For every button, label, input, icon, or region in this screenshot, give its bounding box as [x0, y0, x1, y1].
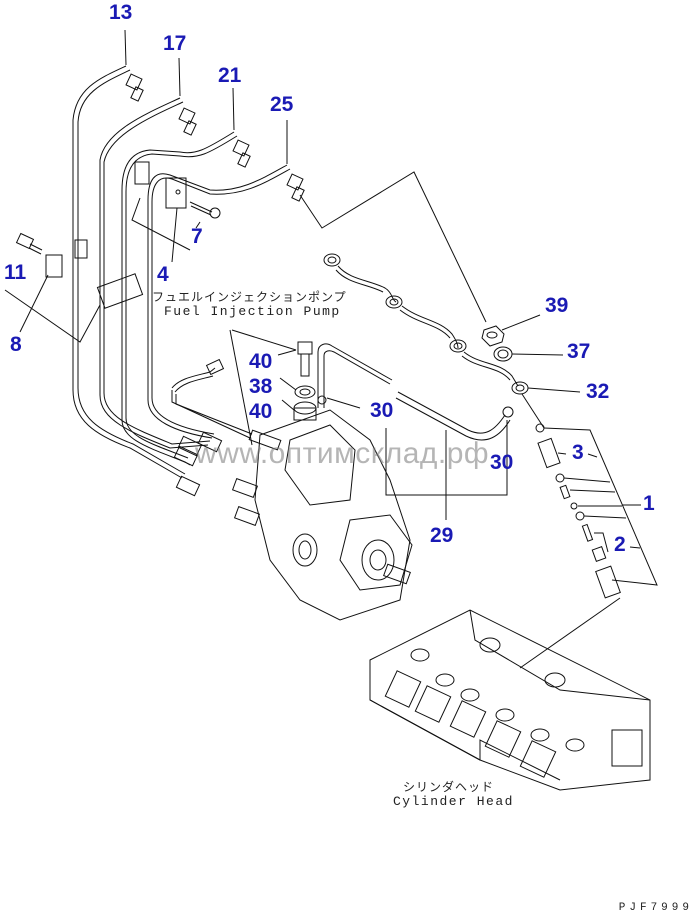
fuel-injection-pump — [172, 360, 412, 620]
watermark: www.оптимсклад.рф — [195, 437, 490, 470]
injection-pipe-17 — [100, 98, 210, 448]
callout-30-right[interactable]: 30 — [490, 451, 514, 474]
nozzle-assembly — [536, 424, 620, 598]
callout-40-bottom[interactable]: 40 — [249, 400, 273, 423]
callout-13[interactable]: 13 — [109, 1, 133, 24]
callout-11[interactable]: 11 — [4, 261, 27, 284]
leader-38 — [280, 378, 296, 390]
callout-37[interactable]: 37 — [567, 340, 591, 363]
callout-21[interactable]: 21 — [218, 64, 242, 87]
clamp-4 — [135, 162, 186, 208]
leader-7 — [196, 222, 200, 228]
callout-2[interactable]: 2 — [614, 533, 626, 556]
leader-32-nozzle — [522, 394, 544, 428]
leader-4 — [172, 208, 177, 262]
leader-40b — [282, 400, 294, 410]
leader-25-to-39 — [300, 172, 486, 322]
fuel-injection-pump-caption-en: Fuel Injection Pump — [164, 303, 341, 319]
leader-4-bracket — [132, 198, 190, 250]
leader-3b — [588, 454, 597, 457]
callout-3[interactable]: 3 — [572, 441, 584, 464]
leader-1b — [570, 490, 615, 492]
cylinder-head-caption-en: Cylinder Head — [393, 793, 514, 809]
bolt-7 — [190, 202, 220, 218]
cylinder-head-caption: シリンダヘッド Cylinder Head — [393, 780, 514, 810]
cylinder-head-caption-jp: シリンダヘッド — [403, 780, 495, 794]
leader-30a — [327, 398, 360, 408]
fuel-injection-pump-caption-jp: フュエルインジェクションポンプ — [152, 290, 347, 304]
leader-21 — [233, 88, 234, 130]
leader-8 — [20, 275, 48, 332]
leader-pump-caption-2 — [232, 330, 296, 350]
injection-pipe-13 — [73, 66, 185, 478]
fuel-injection-pump-caption: フュエルインジェクションポンプ Fuel Injection Pump — [152, 290, 347, 320]
callout-8[interactable]: 8 — [10, 333, 22, 356]
leader-1d — [584, 516, 626, 518]
leader-17 — [179, 58, 180, 96]
callout-4[interactable]: 4 — [157, 263, 169, 286]
washer-37 — [494, 347, 512, 361]
leak-off-pipe — [324, 254, 528, 394]
callout-25[interactable]: 25 — [270, 93, 294, 116]
leader-37 — [512, 354, 563, 355]
gasket-38 — [295, 386, 315, 398]
injection-pipe-21 — [122, 132, 250, 465]
callout-29[interactable]: 29 — [430, 524, 454, 547]
clamp-8 — [46, 240, 143, 308]
callout-38[interactable]: 38 — [249, 375, 273, 398]
callout-17[interactable]: 17 — [163, 32, 187, 55]
cylinder-head — [370, 610, 650, 790]
eye-bolt-40 — [298, 342, 312, 376]
callout-30-left[interactable]: 30 — [370, 399, 394, 422]
callout-7[interactable]: 7 — [191, 225, 203, 248]
callout-39[interactable]: 39 — [545, 294, 569, 317]
leader-nozzle-bracket — [544, 428, 657, 585]
callout-1[interactable]: 1 — [643, 492, 655, 515]
leader-8-bracket — [5, 290, 100, 342]
leader-32 — [528, 388, 580, 392]
leader-13 — [125, 30, 126, 65]
leader-39 — [502, 315, 540, 330]
leader-3 — [558, 453, 566, 454]
nut-39 — [482, 326, 504, 346]
leader-nozzle-to-head — [520, 598, 620, 668]
gasket-40 — [294, 402, 316, 420]
callout-32[interactable]: 32 — [586, 380, 610, 403]
callout-40-top[interactable]: 40 — [249, 350, 273, 373]
leader-1a — [564, 478, 610, 482]
leader-40a — [278, 350, 296, 355]
leader-2b — [630, 547, 640, 548]
overflow-pipe-29 — [318, 344, 513, 440]
bolt-11 — [17, 234, 42, 254]
injection-pipe-25 — [148, 165, 304, 438]
leader-2 — [594, 533, 608, 552]
leader-pump-caption — [230, 330, 252, 445]
drawing-id: PJF7999 — [618, 902, 693, 914]
